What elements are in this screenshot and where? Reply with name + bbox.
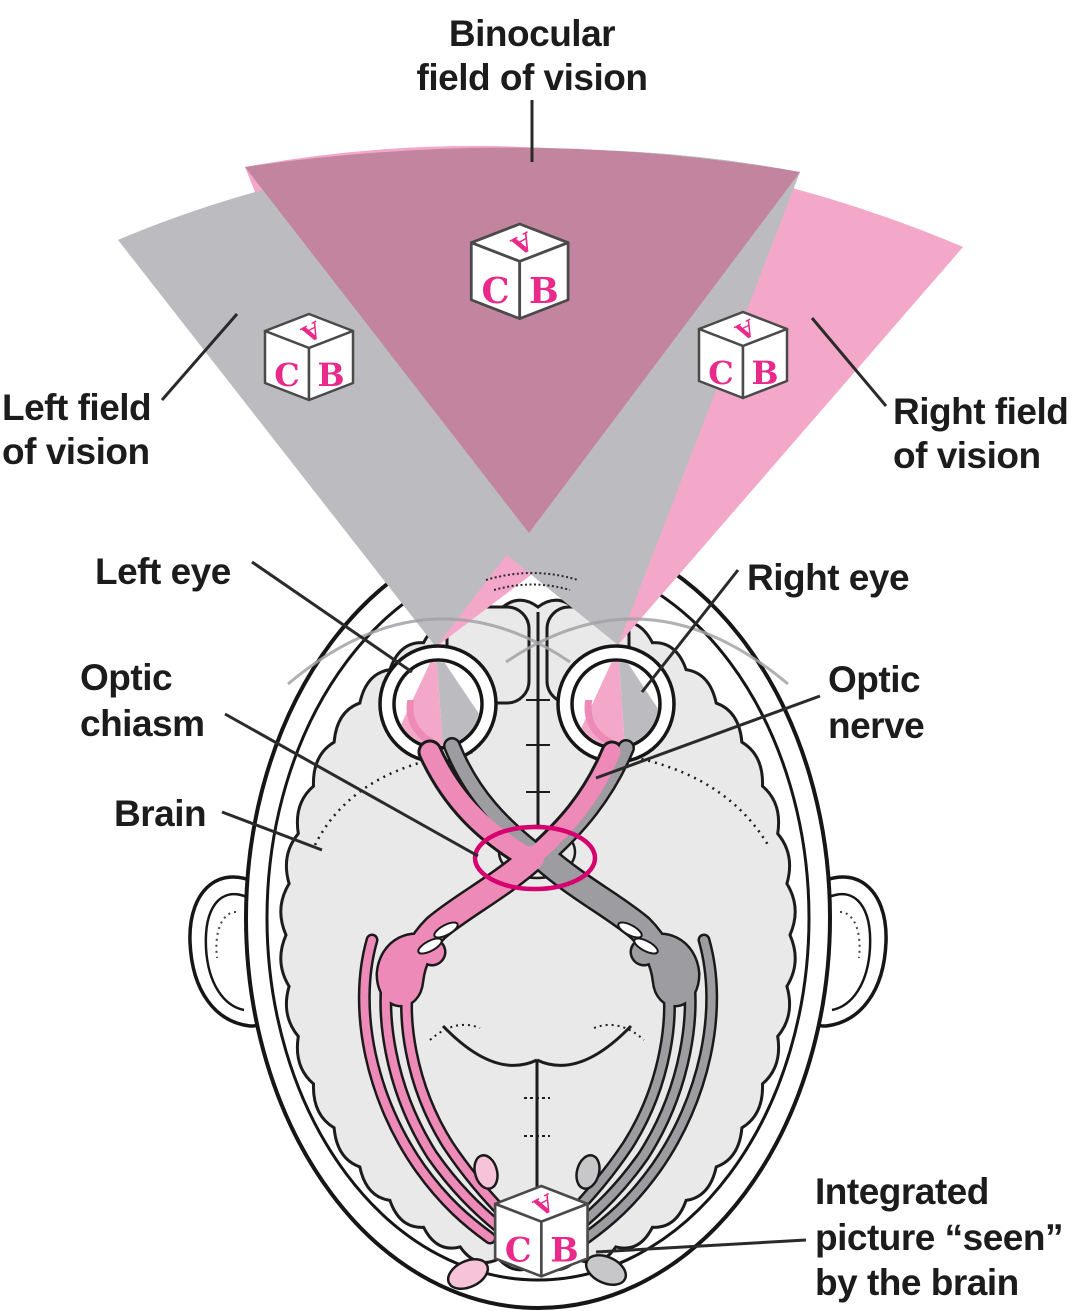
binocular-overlap-field: [245, 147, 800, 533]
right-field-pointer: [810, 317, 888, 407]
label-left-eye: Left eye: [95, 551, 231, 592]
label-integrated-picture: Integrated: [815, 1171, 989, 1212]
occipital-blobs: [446, 1154, 628, 1291]
optic-chiasm-ring: [472, 824, 598, 892]
label-optic-chiasm: Optic: [80, 657, 172, 698]
label-right-field: Right field: [893, 391, 1068, 432]
cube-left-field: [263, 312, 355, 402]
brain-pointer: [221, 810, 323, 852]
label-binocular-field: Binocular: [449, 13, 615, 54]
loop-slots: [417, 921, 659, 955]
label-optic-nerve: Optic: [828, 659, 920, 700]
visual-field-fan: [118, 146, 963, 647]
optic-chiasm-pointer: [224, 712, 479, 858]
integrated-pointer: [595, 1238, 807, 1254]
cube-binocular-field: [469, 222, 570, 320]
pointer-lines: [160, 100, 888, 1254]
nose-hatching: [485, 572, 579, 591]
label-integrated-picture-3: by the brain: [815, 1262, 1019, 1303]
label-right-field-2: of vision: [893, 435, 1041, 476]
left-eye-pointer: [251, 560, 413, 674]
label-right-eye: Right eye: [747, 557, 909, 598]
brow-ridges: [287, 617, 789, 686]
label-binocular-field-2: field of vision: [417, 57, 648, 98]
pink-pathway: [360, 742, 621, 1242]
right-eye-pointer: [640, 569, 740, 693]
label-left-field: Left field: [2, 387, 151, 428]
optic-nerve-pointer: [595, 694, 821, 780]
label-brain: Brain: [114, 793, 206, 834]
optic-pathways: [357, 737, 719, 1291]
label-integrated-picture-2: picture “seen”: [815, 1217, 1063, 1258]
cube-right-field: [697, 310, 789, 400]
label-optic-chiasm-2: chiasm: [80, 703, 205, 744]
labels: Binocular field of vision Left field of …: [2, 13, 1069, 1303]
cube-integrated-picture: [493, 1184, 589, 1278]
label-left-field-2: of vision: [2, 431, 150, 472]
left-field-pointer: [160, 313, 239, 401]
left-eye: [378, 644, 498, 764]
right-eye: [556, 644, 676, 764]
label-optic-nerve-2: nerve: [828, 705, 924, 746]
